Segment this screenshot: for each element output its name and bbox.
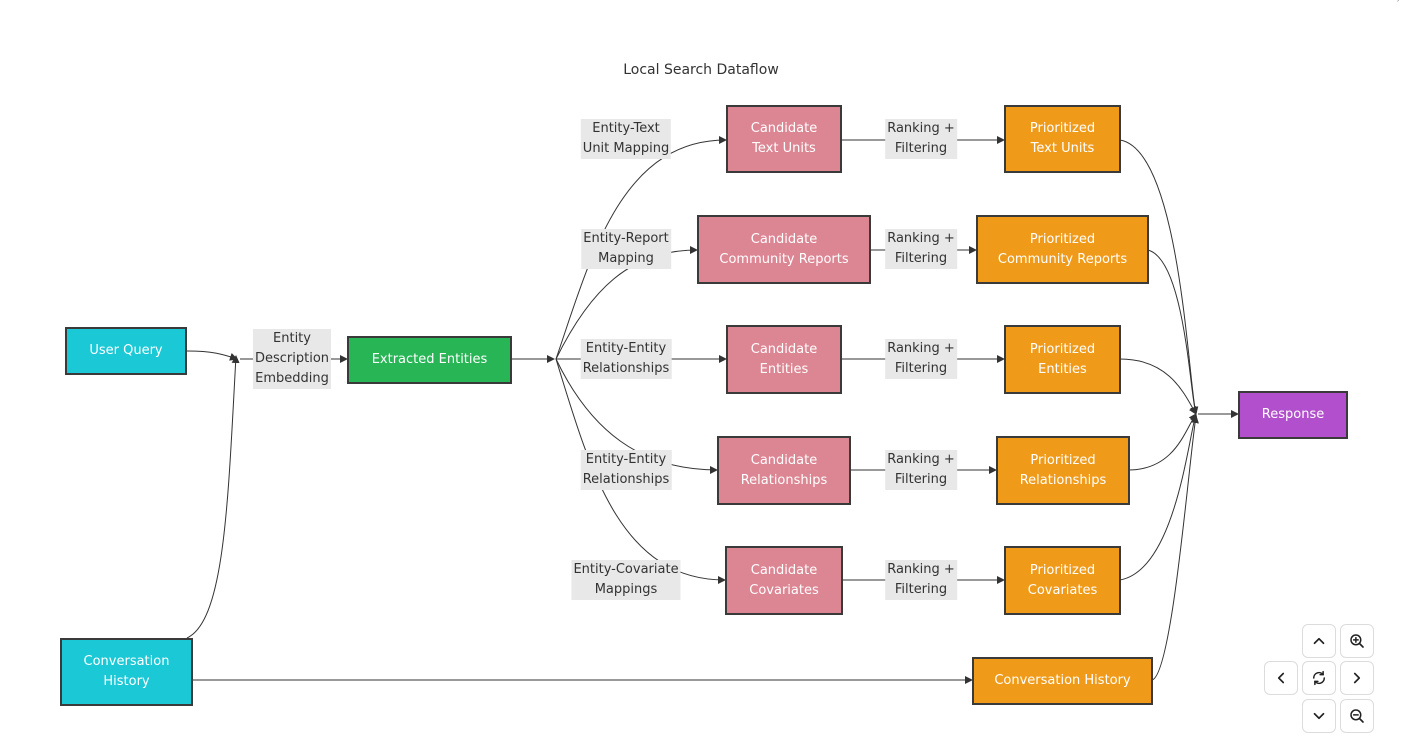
edge-to-candidate-text-units [555, 136, 727, 360]
edge-label-entity-description-embedding: Entity Description Embedding [252, 329, 332, 389]
chevron-left-icon [1277, 672, 1285, 684]
node-conversation-history-output: Conversation History [972, 657, 1153, 705]
edge-to-candidate-relationships [555, 358, 718, 474]
edge-label-entity-text-unit-mapping: Entity-Text Unit Mapping [580, 119, 672, 159]
edge-label-entity-entity-relationships-1: Entity-Entity Relationships [580, 339, 672, 379]
edge-label-ranking-filtering: Ranking + Filtering [885, 119, 957, 159]
edge-conversation-history-in [186, 355, 240, 639]
reset-button[interactable] [1302, 661, 1336, 695]
pan-down-button[interactable] [1302, 699, 1336, 733]
zoom-in-button[interactable] [1340, 624, 1374, 658]
node-candidate-relationships: Candidate Relationships [717, 436, 851, 505]
zoom-in-icon [1350, 634, 1364, 648]
node-conversation-history-input: Conversation History [60, 638, 193, 706]
edge-label-ranking-filtering: Ranking + Filtering [885, 229, 957, 269]
node-candidate-entities: Candidate Entities [726, 325, 842, 394]
edge-from-prioritized-entities [1119, 358, 1197, 415]
edge-label-ranking-filtering: Ranking + Filtering [885, 339, 957, 379]
node-candidate-text-units: Candidate Text Units [726, 105, 842, 173]
edge-label-entity-entity-relationships-2: Entity-Entity Relationships [580, 450, 672, 490]
reset-icon [1312, 670, 1326, 686]
pan-right-button[interactable] [1340, 661, 1374, 695]
chevron-right-icon [1353, 672, 1361, 684]
node-user-query: User Query [65, 327, 187, 375]
chevron-up-icon [1313, 637, 1325, 645]
diagram-title: Local Search Dataflow [623, 62, 779, 78]
node-candidate-community-reports: Candidate Community Reports [697, 215, 871, 284]
edge-to-candidate-community-reports [555, 246, 698, 360]
edge-label-entity-covariate-mappings: Entity-Covariate Mappings [571, 560, 681, 600]
node-prioritized-text-units: Prioritized Text Units [1004, 105, 1121, 173]
chevron-down-icon [1313, 712, 1325, 720]
node-candidate-covariates: Candidate Covariates [725, 546, 843, 615]
edge-label-ranking-filtering: Ranking + Filtering [885, 450, 957, 490]
edge-label-entity-report-mapping: Entity-Report Mapping [581, 229, 671, 269]
zoom-out-icon [1350, 709, 1364, 723]
edge-to-candidate-covariates [555, 358, 726, 584]
corner-mark: ˊ [1395, 0, 1401, 10]
edge-from-prioritized-covariates [1119, 413, 1198, 581]
node-extracted-entities: Extracted Entities [347, 336, 512, 384]
edge-from-prioritized-community-reports [1147, 249, 1198, 415]
node-prioritized-entities: Prioritized Entities [1004, 325, 1121, 394]
pan-up-button[interactable] [1302, 624, 1336, 658]
pan-left-button[interactable] [1264, 661, 1298, 695]
node-prioritized-covariates: Prioritized Covariates [1004, 546, 1121, 615]
edge-from-conversation-history-out [1151, 415, 1199, 681]
node-response: Response [1238, 391, 1348, 439]
node-prioritized-community-reports: Prioritized Community Reports [976, 215, 1149, 284]
zoom-out-button[interactable] [1340, 699, 1374, 733]
edge-user-query [186, 350, 238, 361]
node-prioritized-relationships: Prioritized Relationships [996, 436, 1130, 505]
edge-label-ranking-filtering: Ranking + Filtering [885, 560, 957, 600]
